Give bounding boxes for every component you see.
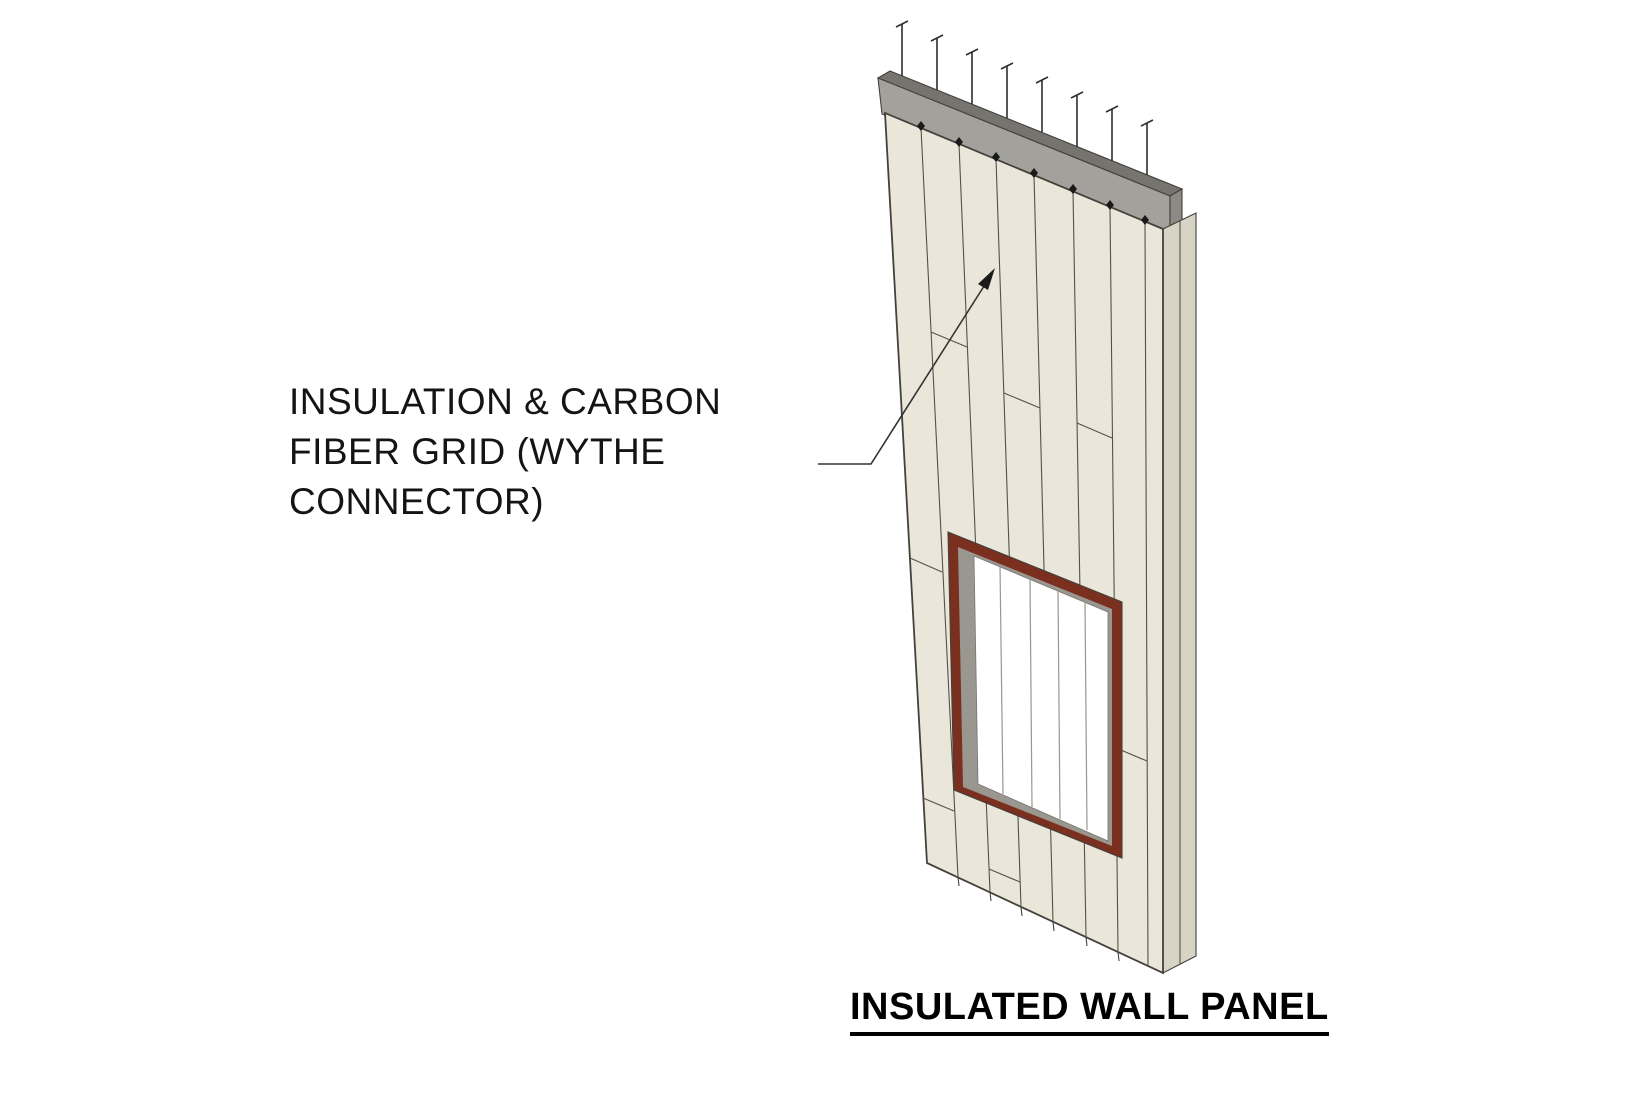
anchor-marks: [917, 121, 1149, 225]
window-opening: [947, 531, 1123, 859]
wythe-connector-lines: [999, 565, 1088, 831]
rebar-dowels: [895, 20, 1154, 175]
leader-arrowhead-icon: [978, 268, 995, 290]
bottom-ticks: [957, 876, 1120, 962]
callout-line-3: CONNECTOR): [289, 481, 545, 522]
drawing-title: INSULATED WALL PANEL: [850, 986, 1329, 1036]
callout-line-1: INSULATION & CARBON: [289, 381, 722, 422]
leader-line: [818, 282, 987, 465]
board-joints: [909, 331, 1148, 883]
insulation-callout-label: INSULATION & CARBON FIBER GRID (WYTHE CO…: [289, 377, 721, 527]
leader: [818, 268, 995, 465]
window-glass: [973, 555, 1109, 842]
callout-line-2: FIBER GRID (WYTHE: [289, 431, 666, 472]
panel-side: [1162, 212, 1197, 974]
